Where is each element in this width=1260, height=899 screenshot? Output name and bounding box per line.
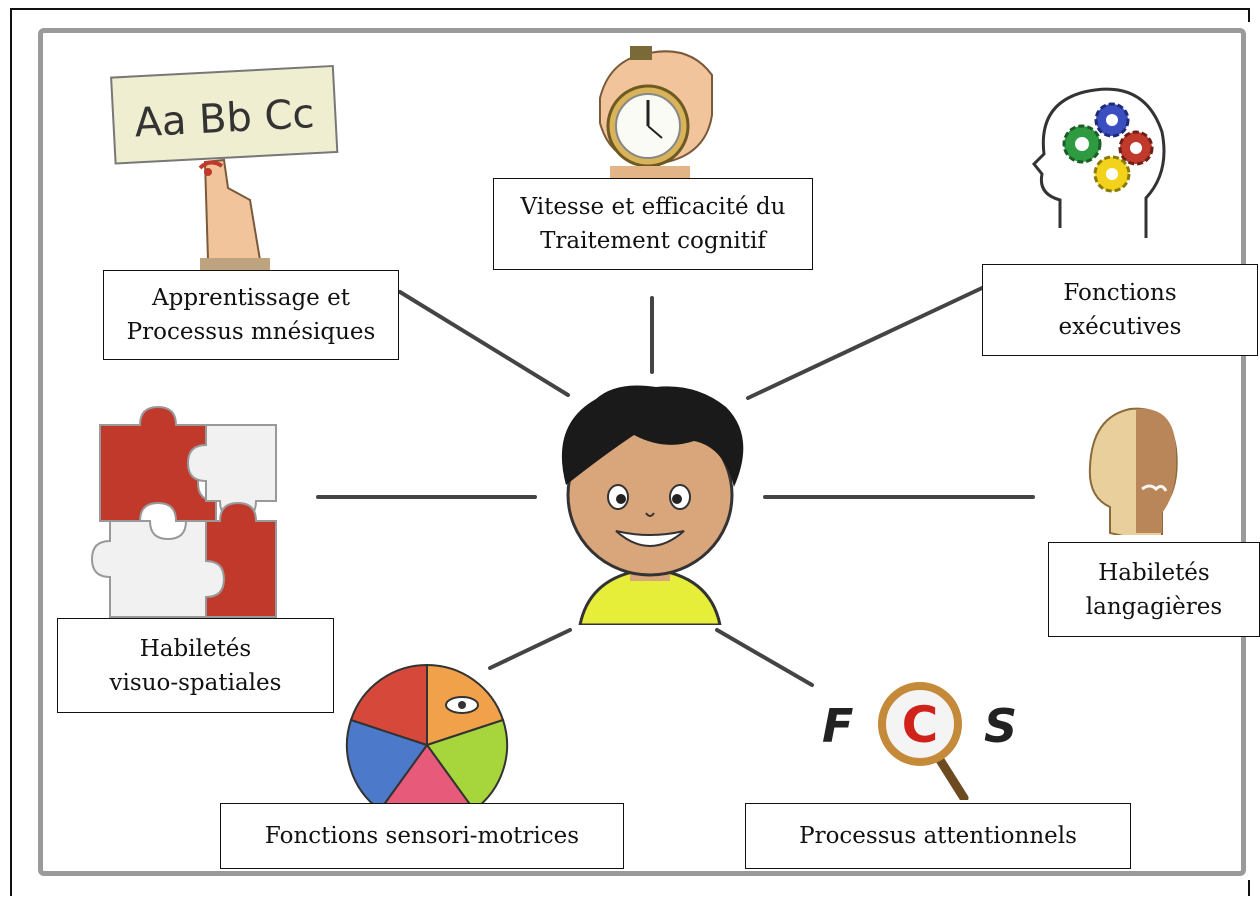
label-line: Fonctions (1063, 280, 1177, 306)
boy-illustration (561, 385, 744, 625)
focus-text-left: F (822, 699, 853, 753)
label-sensori: Fonctions sensori-motrices (220, 803, 624, 869)
label-line: Processus attentionnels (799, 823, 1077, 849)
label-line: Vitesse et efficacité du (520, 194, 786, 220)
label-line: Apprentissage et (152, 285, 350, 311)
label-attention: Processus attentionnels (745, 803, 1131, 869)
gear-icon (1062, 124, 1102, 164)
focus-text-right: S (984, 699, 1017, 753)
label-line: exécutives (1058, 314, 1182, 340)
alphabet-card-text: Aa Bb Cc (133, 91, 315, 146)
link-sensori (488, 628, 572, 670)
outer-frame (10, 8, 1248, 896)
link-attention (715, 628, 814, 687)
focus-magnifier-illustration: F S C (822, 682, 1017, 800)
stopwatch-illustration (599, 46, 713, 180)
link-memory (398, 290, 570, 397)
focus-text-center: C (902, 696, 939, 754)
label-line: Fonctions sensori-motrices (264, 823, 580, 849)
label-line: Traitement cognitif (540, 228, 766, 254)
gear-icon (1093, 155, 1131, 193)
label-language: Habiletés langagières (1048, 542, 1260, 637)
puzzle-illustration (90, 405, 277, 618)
outer-tick-bottom-right (1248, 880, 1250, 896)
label-line: Habiletés (139, 635, 252, 662)
label-line: Processus mnésiques (126, 319, 376, 345)
label-memory: Apprentissage et Processus mnésiques (103, 270, 399, 360)
label-line: langagières (1085, 593, 1223, 620)
label-executive: Fonctions exécutives (982, 264, 1258, 356)
link-executive (746, 286, 984, 400)
sensory-wheel-illustration (345, 663, 509, 810)
label-line: visuo-spatiales (109, 669, 282, 696)
gear-icon (1118, 130, 1154, 166)
label-visuo: Habiletés visuo-spatiales (57, 618, 334, 713)
outer-tick-top-right (1248, 8, 1250, 22)
head-silhouette-illustration (1088, 407, 1178, 535)
head-gears-illustration (1031, 87, 1166, 238)
alphabet-card-illustration: Aa Bb Cc (110, 64, 339, 274)
label-speed: Vitesse et efficacité du Traitement cogn… (493, 178, 813, 270)
label-line: Habiletés (1098, 559, 1210, 586)
gear-icon (1094, 102, 1130, 138)
